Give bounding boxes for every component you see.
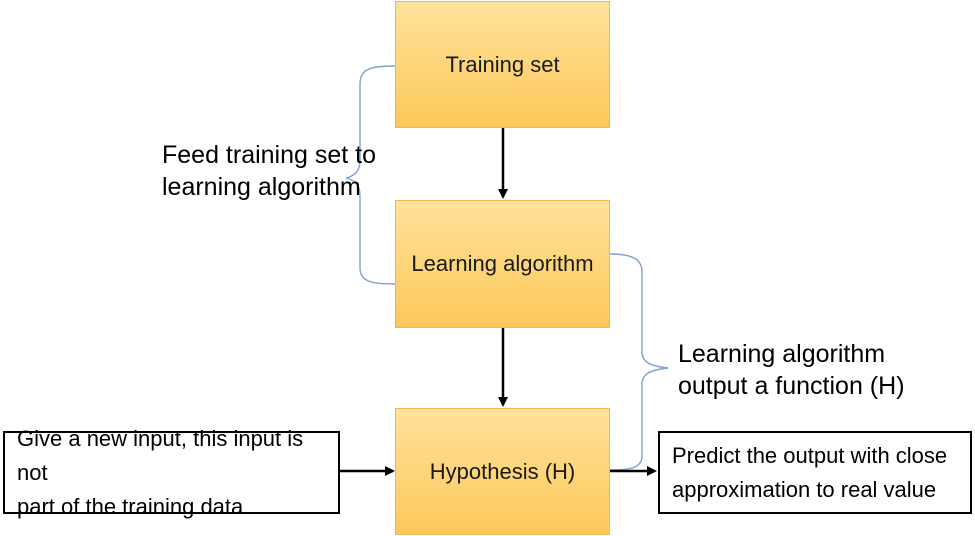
feed-training-annotation: Feed training set to learning algorithm bbox=[162, 139, 376, 203]
predicted-output-line-1: Predict the output with close bbox=[672, 442, 948, 468]
output-fn-annotation-line-1: Learning algorithm bbox=[678, 340, 886, 368]
hypothesis-label: Hypothesis (H) bbox=[429, 458, 576, 484]
new-input-line-1: Give a new input, this input is not bbox=[17, 425, 304, 485]
training-set-label: Training set bbox=[445, 51, 560, 77]
hypothesis-node: Hypothesis (H) bbox=[395, 408, 610, 535]
learning-algorithm-label: Learning algorithm bbox=[411, 251, 594, 276]
feed-annotation-line-1: Feed training set to bbox=[162, 141, 377, 169]
training-set-node: Training set bbox=[395, 1, 610, 128]
output-fn-annotation-line-2: output a function (H) bbox=[678, 372, 905, 400]
right-brace bbox=[609, 253, 669, 471]
new-input-line-2: part of the training data bbox=[17, 493, 244, 519]
feed-annotation-line-2: learning algorithm bbox=[162, 173, 361, 201]
new-input-box: Give a new input, this input is not part… bbox=[3, 426, 340, 519]
learning-algorithm-node: Learning algorithm bbox=[395, 200, 610, 328]
left-brace bbox=[345, 65, 397, 285]
output-function-annotation: Learning algorithm output a function (H) bbox=[678, 338, 905, 402]
predicted-output-line-2: approximation to real value bbox=[672, 476, 937, 502]
predicted-output-box: Predict the output with close approximat… bbox=[658, 431, 972, 514]
